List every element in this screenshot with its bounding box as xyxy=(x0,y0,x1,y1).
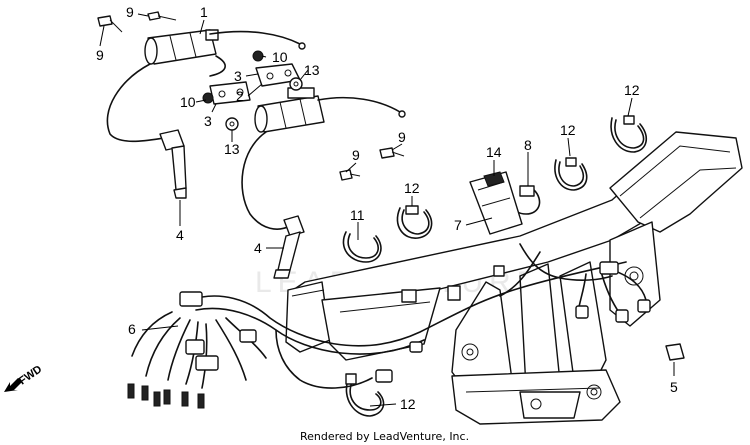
spark-plug-leads xyxy=(106,63,305,279)
callout-labels: 1 2 3 3 4 4 5 6 7 8 9 9 9 9 10 10 11 12 … xyxy=(96,4,678,412)
fwd-label: FWD xyxy=(17,363,44,387)
screws xyxy=(97,11,405,181)
callout-9-far-left: 9 xyxy=(96,47,104,63)
callout-9-center: 9 xyxy=(352,147,360,163)
callout-6: 6 xyxy=(128,321,136,337)
callout-10-upper: 10 xyxy=(272,49,288,65)
callout-3-lower: 3 xyxy=(204,113,212,129)
wire-harness xyxy=(127,243,651,409)
callout-12-center: 12 xyxy=(404,180,420,196)
render-credit: Rendered by LeadVenture, Inc. xyxy=(300,430,469,443)
callout-10-lower: 10 xyxy=(180,94,196,110)
callout-9-right: 9 xyxy=(398,129,406,145)
forward-direction-indicator: FWD xyxy=(4,363,44,392)
ignition-coil-1 xyxy=(144,29,306,77)
regulator-bracket xyxy=(469,171,523,235)
callout-8: 8 xyxy=(524,137,532,153)
bolts xyxy=(225,77,303,131)
callout-12-far-right: 12 xyxy=(624,82,640,98)
callout-12-bottom: 12 xyxy=(400,396,416,412)
ignition-coil-2 xyxy=(254,87,406,133)
callout-14: 14 xyxy=(486,144,502,160)
grommet xyxy=(665,343,685,361)
callout-4-right: 4 xyxy=(254,240,262,256)
callout-5: 5 xyxy=(670,379,678,395)
callout-2: 2 xyxy=(236,88,244,104)
coil-brackets xyxy=(209,63,301,105)
wire-bands xyxy=(342,115,647,417)
callout-3-upper: 3 xyxy=(234,68,242,84)
callout-13-upper: 13 xyxy=(304,62,320,78)
callout-4-left: 4 xyxy=(176,227,184,243)
callout-12-right: 12 xyxy=(560,122,576,138)
callout-11: 11 xyxy=(350,207,365,223)
callout-1: 1 xyxy=(200,4,208,20)
callout-9-top: 9 xyxy=(126,4,134,20)
callout-13-lower: 13 xyxy=(224,141,240,157)
fwd-arrow-icon xyxy=(4,378,22,392)
callout-7: 7 xyxy=(454,217,462,233)
leader-lines xyxy=(99,13,675,407)
